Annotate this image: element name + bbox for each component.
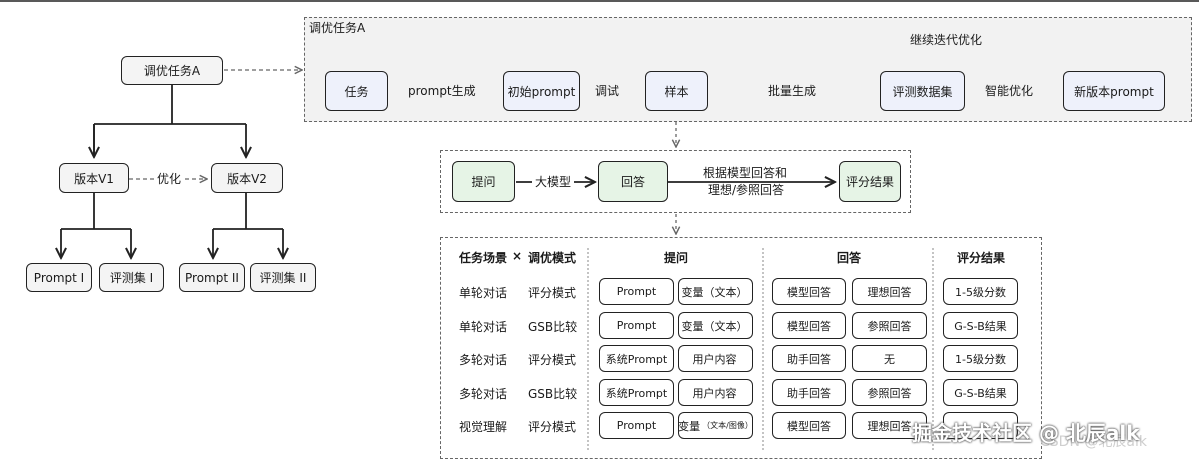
row-scene: 视觉理解 <box>459 420 508 434</box>
header-mode: 调优模式 <box>528 251 577 265</box>
loop-label: 继续迭代优化 <box>907 33 986 47</box>
edge-llm-label: 大模型 <box>532 175 575 189</box>
edge-smart-opt-label: 智能优化 <box>982 84 1037 98</box>
cell-score: 1-5级分数 <box>943 278 1018 305</box>
initial-prompt-node: 初始prompt <box>503 71 580 111</box>
cell-a2: 理想回答 <box>852 278 927 305</box>
cell-score: 1-5级分数 <box>943 345 1018 372</box>
cell-a1: 模型回答 <box>772 312 846 339</box>
cell-a2: 参照回答 <box>852 312 927 339</box>
cell-score: G-S-B结果 <box>943 312 1018 339</box>
version-v2-node: 版本V2 <box>211 163 283 193</box>
cell-a2: 无 <box>852 345 927 372</box>
prompt-i-node: Prompt I <box>26 263 92 292</box>
new-prompt-node: 新版本prompt <box>1063 71 1165 111</box>
evalset-ii-node: 评测集 II <box>250 263 316 292</box>
row-scene: 单轮对话 <box>459 320 508 334</box>
cell-q1: Prompt <box>599 312 674 339</box>
version-v1-node: 版本V1 <box>59 163 129 193</box>
cell-a1: 助手回答 <box>772 345 846 372</box>
row-scene: 单轮对话 <box>459 286 508 300</box>
cell-q1: Prompt <box>599 412 674 439</box>
cell-q2: 变量（文本/图像） <box>678 412 753 439</box>
answer-node: 回答 <box>598 161 668 202</box>
cell-q1: 系统Prompt <box>599 345 674 372</box>
optimize-label: 优化 <box>154 172 185 186</box>
edge-prompt-gen-label: prompt生成 <box>405 84 479 98</box>
header-question: 提问 <box>664 251 689 265</box>
pipeline-frame <box>304 17 1192 122</box>
scenario-table-frame <box>440 237 1042 459</box>
edge-debug-label: 调试 <box>592 84 623 98</box>
cell-score: G-S-B结果 <box>943 379 1018 406</box>
eval-dataset-node: 评测数据集 <box>880 71 965 111</box>
cell-q2: 变量（文本） <box>678 312 753 339</box>
edge-compare-label-1: 根据模型回答和 <box>700 166 791 180</box>
score-result-node: 评分结果 <box>839 161 901 202</box>
cell-a2: 理想回答 <box>852 412 927 439</box>
cell-a1: 助手回答 <box>772 379 846 406</box>
sample-node: 样本 <box>645 71 708 111</box>
cell-a1: 模型回答 <box>772 278 846 305</box>
cell-q2: 用户内容 <box>678 345 753 372</box>
tree-root-node: 调优任务A <box>121 56 223 85</box>
evalset-i-node: 评测集 I <box>99 263 164 292</box>
row-mode: GSB比较 <box>528 320 578 334</box>
header-scene: 任务场景 <box>459 251 508 265</box>
cell-score <box>943 412 1018 439</box>
row-mode: 评分模式 <box>528 286 577 300</box>
row-scene: 多轮对话 <box>459 353 508 367</box>
watermark-main: 掘金技术社区 @ 北辰alk <box>912 421 1140 445</box>
question-node: 提问 <box>452 161 515 202</box>
pipeline-frame-title: 调优任务A <box>309 21 366 35</box>
row-mode: 评分模式 <box>528 353 577 367</box>
header-answer: 回答 <box>837 251 862 265</box>
cell-q1: Prompt <box>599 278 674 305</box>
header-score: 评分结果 <box>957 251 1006 265</box>
cell-q1: 系统Prompt <box>599 379 674 406</box>
task-node: 任务 <box>325 71 388 111</box>
row-mode: 评分模式 <box>528 420 577 434</box>
row-mode: GSB比较 <box>528 387 578 401</box>
row-scene: 多轮对话 <box>459 387 508 401</box>
watermark-faint: CSDN @北辰alk <box>1040 434 1147 450</box>
cell-q2: 变量（文本） <box>678 278 753 305</box>
cell-q2: 用户内容 <box>678 379 753 406</box>
edge-compare-label-2: 理想/参照回答 <box>705 183 788 197</box>
eval-flow-frame <box>440 150 911 213</box>
header-times: × <box>512 249 523 263</box>
edge-batch-gen-label: 批量生成 <box>765 84 820 98</box>
cell-a1: 模型回答 <box>772 412 846 439</box>
cell-a2: 参照回答 <box>852 379 927 406</box>
prompt-ii-node: Prompt II <box>179 263 245 292</box>
